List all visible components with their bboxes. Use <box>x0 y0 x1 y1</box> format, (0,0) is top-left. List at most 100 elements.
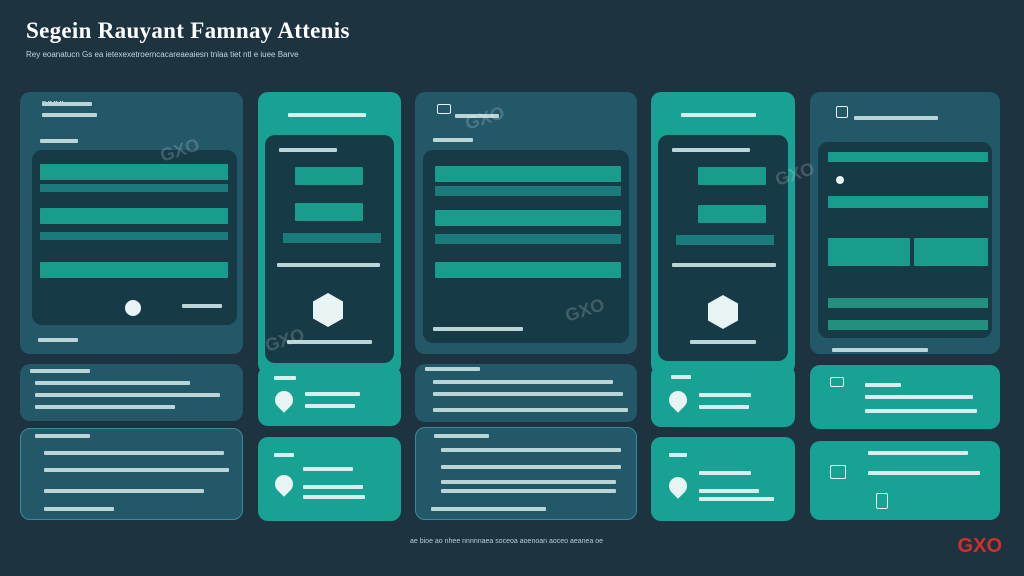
table-panel <box>423 150 629 343</box>
phone-panel <box>658 135 788 361</box>
phone-line <box>279 148 337 152</box>
table-row <box>828 196 988 208</box>
card-line <box>433 138 473 142</box>
feature-line <box>305 404 355 408</box>
action-line <box>182 304 222 308</box>
table-panel <box>818 142 992 338</box>
phone-line <box>672 263 776 267</box>
card-column-2 <box>258 92 401 374</box>
feature-line <box>868 451 968 455</box>
drop-icon <box>665 387 691 413</box>
info-line <box>433 392 623 396</box>
feature-card <box>258 437 401 521</box>
window-icon <box>830 377 844 387</box>
circle-icon <box>125 300 141 316</box>
card-column-3 <box>415 92 637 354</box>
info-line <box>35 405 175 409</box>
table-row <box>40 208 228 224</box>
feature-card <box>810 441 1000 520</box>
detail-card <box>415 427 637 520</box>
table-row <box>828 152 988 162</box>
table-row <box>40 184 228 192</box>
table-row <box>435 210 621 226</box>
card-column-1: x x x x <box>20 92 243 354</box>
table-row <box>828 238 910 266</box>
card-title-line <box>455 114 499 118</box>
brand-logo: GXO <box>957 535 1002 557</box>
feature-line <box>865 383 901 387</box>
feature-line <box>865 395 973 399</box>
detail-line <box>441 489 616 493</box>
detail-title-line <box>434 434 489 438</box>
detail-line <box>44 489 204 493</box>
card-column-4 <box>651 92 795 374</box>
detail-line <box>431 507 546 511</box>
feature-line <box>305 392 360 396</box>
table-row <box>914 238 988 266</box>
info-title-line <box>425 367 480 371</box>
info-title-line <box>30 369 90 373</box>
footer-line <box>38 338 78 342</box>
feature-line <box>699 393 751 397</box>
table-row <box>435 186 621 196</box>
info-card <box>415 364 637 422</box>
info-line <box>35 393 220 397</box>
card-title-line <box>681 113 756 117</box>
page-subtitle: Rey eoanatucn Gs ea ietexexetroerncacare… <box>26 50 299 59</box>
info-card <box>20 364 243 421</box>
drop-icon <box>271 387 297 413</box>
drop-icon <box>271 471 297 497</box>
feature-line <box>274 376 296 380</box>
card-title-line <box>288 113 366 117</box>
phone-line <box>287 340 372 344</box>
feature-line <box>865 409 977 413</box>
circle-icon <box>836 176 844 184</box>
table-row <box>435 262 621 278</box>
feature-line <box>671 375 691 379</box>
hexagon-icon <box>313 293 343 327</box>
window-icon <box>876 493 888 509</box>
feature-card <box>651 365 795 427</box>
info-line <box>433 380 613 384</box>
window-icon <box>836 106 848 118</box>
detail-line <box>441 448 621 452</box>
table-row <box>40 262 228 278</box>
phone-row <box>698 167 766 185</box>
feature-line <box>699 497 774 501</box>
feature-line <box>868 471 980 475</box>
detail-line <box>44 451 224 455</box>
feature-card <box>810 365 1000 429</box>
detail-line <box>441 465 621 469</box>
detail-line <box>441 480 616 484</box>
info-line <box>35 381 190 385</box>
feature-card <box>651 437 795 521</box>
detail-title-line <box>35 434 90 438</box>
detail-line <box>44 507 114 511</box>
table-cell <box>828 320 988 330</box>
table-row <box>40 232 228 240</box>
label-line <box>42 102 92 106</box>
drop-icon <box>665 473 691 499</box>
card-column-5 <box>810 92 1000 354</box>
hexagon-icon <box>708 295 738 329</box>
table-row <box>435 166 621 182</box>
phone-row <box>283 233 381 243</box>
table-line <box>433 327 523 331</box>
feature-line <box>274 453 294 457</box>
feature-line <box>669 453 687 457</box>
footer-text: ae bioe ao nhee nnnnnaea soceoa aoenoan … <box>410 538 604 545</box>
feature-card <box>258 366 401 426</box>
table-cell <box>828 298 988 308</box>
table-row <box>40 164 228 180</box>
footer-line <box>832 348 928 352</box>
card-title-line <box>854 116 938 120</box>
phone-row <box>295 203 363 221</box>
detail-card <box>20 428 243 520</box>
phone-line <box>690 340 756 344</box>
window-icon <box>830 465 846 479</box>
phone-line <box>672 148 750 152</box>
feature-line <box>303 485 363 489</box>
feature-line <box>303 495 365 499</box>
phone-row <box>698 205 766 223</box>
table-panel <box>32 150 237 325</box>
